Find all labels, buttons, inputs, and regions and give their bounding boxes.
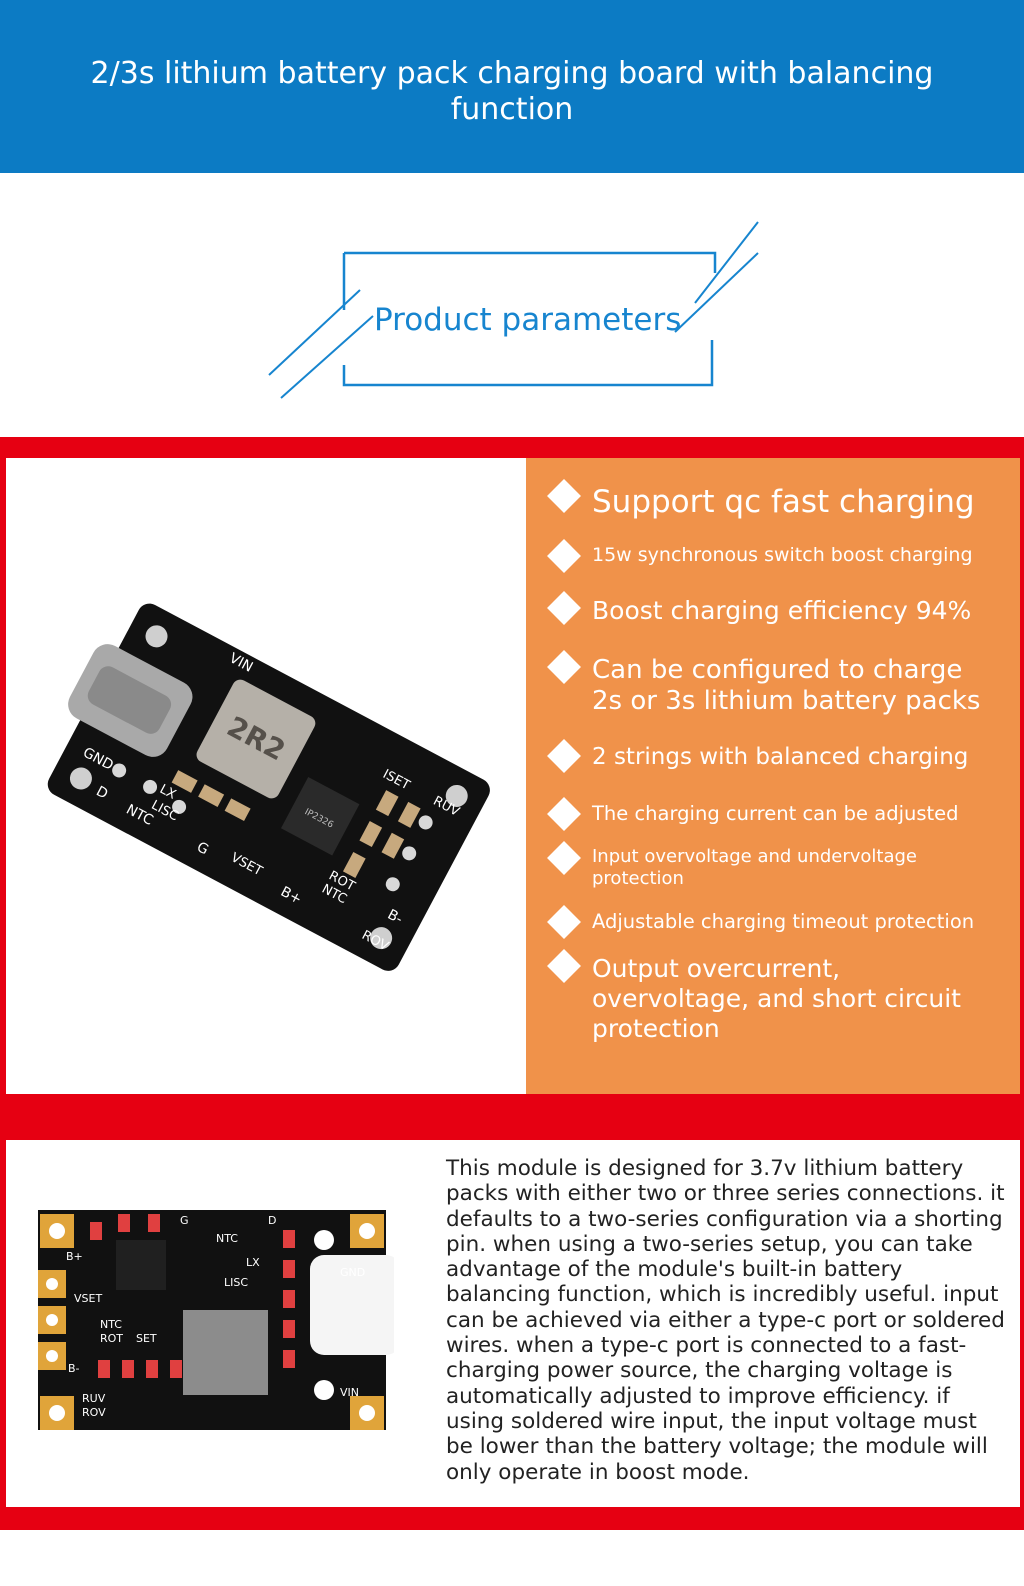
page-title: 2/3s lithium battery pack charging board… [90, 56, 934, 127]
pin-label-gnd: GND [340, 1266, 365, 1279]
mount-hole [370, 927, 393, 950]
diamond-bullet-icon [547, 949, 581, 983]
diamond-bullet-icon [547, 905, 581, 939]
chip [116, 1240, 166, 1290]
feature-item: The charging current can be adjusted [546, 797, 959, 831]
feature-item: Support qc fast charging [546, 479, 975, 521]
feature-panel [526, 458, 1020, 1094]
chip [280, 777, 360, 856]
silk-lx: LX [157, 782, 178, 803]
diamond-bullet-icon [547, 479, 581, 513]
silk-rov: ROV [82, 1406, 106, 1419]
silk-rot: ROT [100, 1332, 123, 1345]
inductor [196, 679, 316, 799]
diamond-bullet-icon [547, 739, 581, 773]
section-frame [268, 221, 759, 399]
silk-lisc: LISC [224, 1276, 248, 1289]
feature-item: Boost charging efficiency 94% [546, 591, 971, 626]
silk-ntc: NTC [100, 1318, 122, 1331]
usb-c-port [310, 1255, 394, 1355]
pin-label-bplus: B+ [66, 1250, 83, 1263]
pin-label-bminus: B- [68, 1362, 80, 1375]
pin-label-d: D [268, 1214, 276, 1227]
silk-lx: LX [246, 1256, 260, 1269]
feature-item: Output overcurrent, overvoltage, and sho… [546, 949, 992, 1044]
charging-board-image: 2R2 IP2326 VIN GND D NTC G B+ B- LX LISC… [47, 603, 490, 971]
diamond-bullet-icon [547, 539, 581, 573]
diamond-bullet-icon [547, 591, 581, 625]
pin-label-vin: VIN [340, 1386, 359, 1399]
inductor [183, 1310, 268, 1395]
header-banner: 2/3s lithium battery pack charging board… [0, 0, 1024, 173]
mount-hole [445, 784, 468, 807]
feature-item: 2 strings with balanced charging [546, 739, 968, 773]
feature-item: Adjustable charging timeout protection [546, 905, 974, 939]
feature-item: Can be configured to charge 2s or 3s lit… [546, 650, 992, 717]
pin-label-ntc: NTC [216, 1232, 238, 1245]
pin-label-g: G [180, 1214, 189, 1227]
section-label: Product parameters [374, 302, 682, 338]
silk-set: SET [136, 1332, 157, 1345]
feature-item: 15w synchronous switch boost charging [546, 539, 973, 573]
diamond-bullet-icon [547, 650, 581, 684]
board-top-view-image: B+ G D NTC LX LISC GND VSET NTC ROT SET … [38, 1210, 394, 1430]
product-description: This module is designed for 3.7v lithium… [446, 1156, 1005, 1485]
mount-hole [69, 767, 92, 790]
diamond-bullet-icon [547, 797, 581, 831]
silk-ruv: RUV [82, 1392, 106, 1405]
diamond-bullet-icon [547, 841, 581, 875]
feature-item: Input overvoltage and undervoltage prote… [546, 841, 962, 889]
mount-hole [145, 625, 168, 648]
pin-label-bminus: B- [385, 907, 405, 928]
silk-vset: VSET [74, 1292, 102, 1305]
